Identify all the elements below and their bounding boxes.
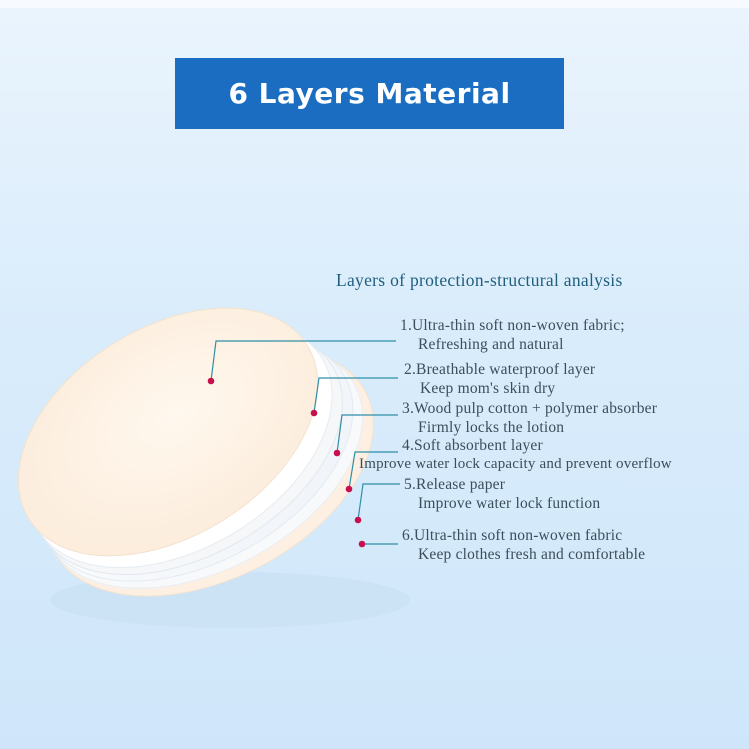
layer-6-title: 6.Ultra-thin soft non-woven fabric bbox=[402, 527, 623, 544]
banner-title: 6 Layers Material bbox=[175, 58, 564, 129]
leader-lines bbox=[210, 340, 400, 545]
layer-3-desc: Firmly locks the lotion bbox=[418, 419, 565, 436]
dot-1 bbox=[207, 377, 215, 385]
layer-6-desc: Keep clothes fresh and comfortable bbox=[418, 546, 646, 563]
layer-4-desc: Improve water lock capacity and prevent … bbox=[359, 456, 672, 472]
subtitle: Layers of protection-structural analysis bbox=[336, 270, 623, 290]
dot-4 bbox=[345, 485, 353, 493]
layer-6-label: 6.Ultra-thin soft non-woven fabric Keep … bbox=[402, 526, 645, 564]
leader-line-5 bbox=[357, 483, 400, 521]
layer-2-title: 2.Breathable waterproof layer bbox=[404, 361, 596, 378]
layer-1-label: 1.Ultra-thin soft non-woven fabric; Refr… bbox=[400, 316, 625, 354]
layer-4-label: 4.Soft absorbent layer Improve water loc… bbox=[359, 436, 672, 474]
layer-3-label: 3.Wood pulp cotton + polymer absorber Fi… bbox=[402, 399, 657, 437]
layer-5-label: 5.Release paper Improve water lock funct… bbox=[404, 475, 600, 513]
layer-1-desc: Refreshing and natural bbox=[418, 336, 564, 353]
dot-5 bbox=[354, 516, 362, 524]
layer-2-desc: Keep mom's skin dry bbox=[420, 380, 556, 397]
layer-5-desc: Improve water lock function bbox=[418, 495, 601, 512]
leader-line-1 bbox=[210, 340, 396, 382]
layer-3-title: 3.Wood pulp cotton + polymer absorber bbox=[402, 400, 658, 417]
layer-4-title: 4.Soft absorbent layer bbox=[402, 437, 543, 454]
layer-1-shape bbox=[17, 307, 319, 557]
dot-3 bbox=[333, 449, 341, 457]
dot-6 bbox=[358, 540, 366, 548]
layer-5-title: 5.Release paper bbox=[404, 476, 506, 493]
leader-line-4 bbox=[348, 451, 398, 490]
dot-2 bbox=[310, 409, 318, 417]
leader-line-3 bbox=[336, 414, 398, 454]
layer-2-label: 2.Breathable waterproof layer Keep mom's… bbox=[404, 360, 595, 398]
leader-line-2 bbox=[313, 377, 398, 414]
layer-1-title: 1.Ultra-thin soft non-woven fabric; bbox=[400, 317, 625, 334]
leader-dots bbox=[207, 377, 366, 548]
top-strip bbox=[0, 0, 749, 8]
